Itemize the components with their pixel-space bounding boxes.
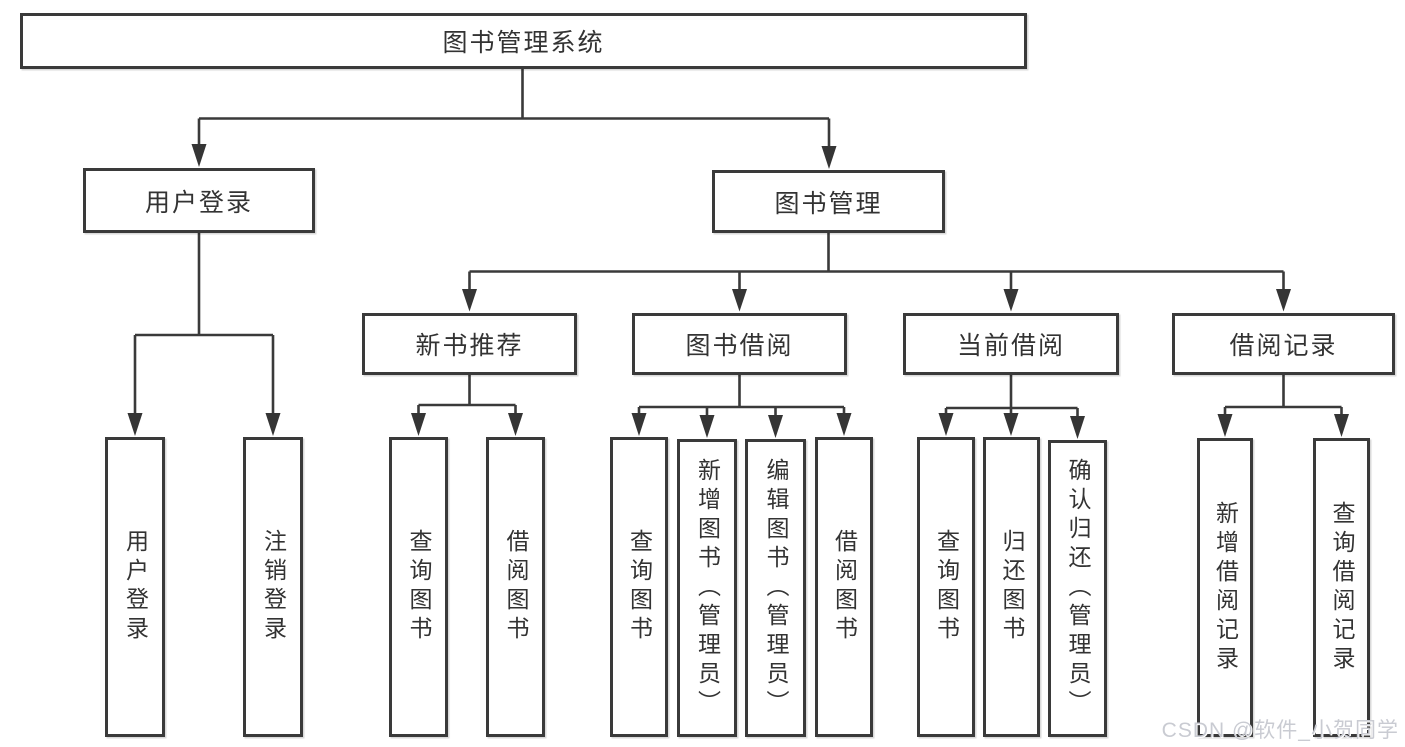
arrowhead <box>127 413 143 436</box>
node-label: 借阅图书 <box>503 529 529 645</box>
node-label: 新书推荐 <box>415 332 524 360</box>
node-label: 查询图书 <box>406 529 432 645</box>
arrowhead <box>1334 414 1349 437</box>
leaf-query-books-recommend: 查询图书 <box>389 437 448 737</box>
leaf-query-books-borrow: 查询图书 <box>610 437 668 737</box>
node-label: 新增图书（管理员） <box>694 457 721 719</box>
arrowhead <box>938 413 954 436</box>
node-label: 用户登录 <box>122 529 149 645</box>
edges-book-management <box>468 233 1285 290</box>
arrowhead <box>1217 414 1233 437</box>
node-new-book-recommend: 新书推荐 <box>362 313 577 375</box>
node-library-system: 图书管理系统 <box>20 13 1027 69</box>
arrowhead <box>191 144 207 167</box>
arrowhead <box>265 413 281 436</box>
leaf-query-borrow-record: 查询借阅记录 <box>1313 438 1370 737</box>
watermark: CSDN @软件_小贺同学 <box>1161 719 1399 742</box>
edges-current-borrow <box>944 375 1079 417</box>
leaf-borrow-books: 借阅图书 <box>815 437 873 737</box>
node-book-borrow: 图书借阅 <box>632 313 847 375</box>
leaf-query-books-current: 查询图书 <box>917 437 975 737</box>
node-label: 编辑图书（管理员） <box>763 457 789 719</box>
arrowhead <box>836 413 852 436</box>
node-label: 用户登录 <box>144 188 253 217</box>
node-current-borrow: 当前借阅 <box>903 313 1119 375</box>
edges-root <box>197 69 831 148</box>
node-label: 新增借阅记录 <box>1212 500 1239 675</box>
arrowhead <box>1003 289 1019 312</box>
arrowhead <box>768 415 783 438</box>
edges-book-borrow <box>637 374 846 416</box>
node-label: 查询图书 <box>626 529 653 645</box>
arrowhead <box>411 413 426 436</box>
arrowhead <box>631 413 647 436</box>
node-label: 图书管理系统 <box>442 29 605 57</box>
node-label: 确认归还（管理员） <box>1065 458 1091 719</box>
arrowhead <box>1003 413 1019 436</box>
arrowhead <box>1070 416 1085 439</box>
node-label: 图书借阅 <box>685 332 794 360</box>
node-label: 当前借阅 <box>956 332 1065 360</box>
node-label: 图书管理 <box>774 189 883 218</box>
edges-borrow-records <box>1223 375 1343 415</box>
leaf-user-login: 用户登录 <box>105 437 165 737</box>
node-borrow-records: 借阅记录 <box>1172 313 1395 375</box>
node-label: 借阅记录 <box>1229 332 1338 360</box>
node-label: 查询图书 <box>933 529 960 645</box>
edges-new-book <box>417 374 517 414</box>
node-book-management: 图书管理 <box>712 170 945 233</box>
arrowhead <box>1276 289 1291 312</box>
leaf-logout: 注销登录 <box>243 437 303 737</box>
node-label: 借阅图书 <box>831 529 858 645</box>
leaf-edit-book-admin: 编辑图书（管理员） <box>745 439 806 737</box>
edges-user-login <box>133 233 275 414</box>
arrowhead <box>508 413 523 436</box>
arrowhead <box>821 146 837 169</box>
arrowhead <box>462 289 477 312</box>
arrowhead <box>699 415 715 438</box>
leaf-add-borrow-record: 新增借阅记录 <box>1197 438 1253 737</box>
leaf-borrow-books-recommend: 借阅图书 <box>486 437 545 737</box>
node-label: 归还图书 <box>999 529 1025 645</box>
node-label: 注销登录 <box>260 529 287 645</box>
node-label: 查询借阅记录 <box>1329 500 1355 675</box>
leaf-return-book: 归还图书 <box>983 437 1040 737</box>
node-user-login: 用户登录 <box>83 168 315 233</box>
leaf-add-book-admin: 新增图书（管理员） <box>677 439 737 737</box>
leaf-confirm-return-admin: 确认归还（管理员） <box>1048 440 1107 737</box>
arrowhead <box>732 289 747 312</box>
